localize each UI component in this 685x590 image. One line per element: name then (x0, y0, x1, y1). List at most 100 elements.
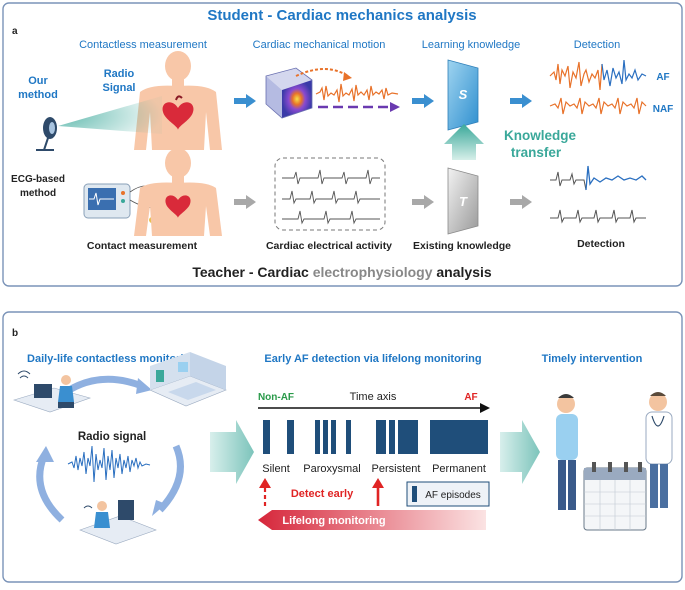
heat-map-cube (265, 67, 313, 119)
ecg-trace-3 (282, 210, 380, 225)
col-title-motion: Cardiac mechanical motion (253, 39, 386, 51)
detection-ecg-trace-2 (550, 209, 646, 224)
detection-waveform-naf (549, 97, 647, 115)
radio-signal-waveform (67, 445, 151, 483)
episode-persistent-3 (398, 420, 418, 454)
col3-title: Timely intervention (542, 353, 643, 365)
teacher-letter: T (459, 194, 468, 209)
time-axis-arrowhead (480, 403, 490, 413)
detection-waveform-af (549, 61, 603, 91)
detection-ecg-trace-1 (550, 171, 587, 191)
arrow-a2 (412, 94, 434, 108)
stage-persistent: Persistent (372, 463, 421, 475)
ecg-trace-2 (282, 190, 380, 205)
af-episode-bars (263, 420, 488, 454)
label-af: AF (656, 72, 669, 83)
non-af-label: Non-AF (258, 392, 294, 403)
radio-beam (58, 96, 162, 134)
episode-paroxysmal-2 (323, 420, 328, 454)
stage-silent: Silent (262, 463, 290, 475)
cycle-arrow-right-head (152, 500, 166, 516)
motion-arrow-head (343, 72, 352, 81)
heart-icon-top (162, 95, 194, 130)
time-arrow-head (390, 102, 400, 112)
arrow-a6 (510, 195, 532, 209)
teacher-model-block (447, 167, 479, 235)
episode-permanent (430, 420, 488, 454)
radio-signal-label: Radio signal (78, 431, 146, 443)
radio-label-line2: Signal (102, 82, 135, 94)
persistent-solid-head (372, 478, 384, 488)
student-model-block (447, 59, 479, 131)
col1-title: Daily-life contactless monitoring (27, 353, 197, 365)
calendar-icon (583, 462, 647, 531)
doctor-figure (645, 392, 673, 508)
panel-a-title: Student - Cardiac mechanics analysis (207, 7, 476, 24)
col-title-contactless: Contactless measurement (79, 39, 207, 51)
footer-highlight: electrophysiology (313, 264, 433, 280)
lifelong-arrow (258, 510, 486, 530)
cycle-arrow-left-head (36, 446, 54, 462)
legend-af-episodes: AF episodes (425, 490, 481, 501)
arrow-a4 (234, 195, 256, 209)
episode-silent-1 (263, 420, 270, 454)
stage-permanent: Permanent (432, 463, 486, 475)
legend-box (406, 481, 490, 507)
arrow-b1 (210, 420, 254, 484)
radar-device-icon (36, 117, 57, 151)
stage-paroxysmal: Paroxysmal (303, 463, 360, 475)
panel-a-footer: Teacher - Cardiac electrophysiology anal… (192, 264, 492, 280)
detection-waveform-af-blue (601, 59, 647, 87)
electrical-activity-label: Cardiac electrical activity (266, 240, 392, 252)
detect-early-dashed-head (259, 478, 271, 488)
cycle-arrow-top-head (136, 378, 152, 394)
col-title-detection: Detection (574, 39, 620, 51)
episode-persistent-1 (376, 420, 386, 454)
ecg-method-line1: ECG-based (11, 174, 65, 185)
knowledge-transfer-line1: Knowledge (504, 128, 576, 143)
our-method-line2: method (18, 89, 58, 101)
arrow-b2 (500, 420, 540, 484)
contact-measurement-label: Contact measurement (87, 240, 198, 252)
af-label: AF (464, 392, 477, 403)
footer-suffix: analysis (433, 264, 492, 280)
col2-title: Early AF detection via lifelong monitori… (264, 353, 481, 365)
knowledge-transfer-line2: transfer (511, 145, 562, 160)
detection-bottom-label: Detection (577, 238, 625, 250)
ecg-trace-1 (282, 169, 380, 185)
bedroom-scene-icon (149, 352, 227, 407)
heart-icon-bottom (165, 195, 191, 218)
episode-persistent-2 (389, 420, 395, 454)
episode-silent-2 (287, 420, 294, 454)
radio-label-line1: Radio (104, 68, 135, 80)
knowledge-transfer-arrow (444, 124, 484, 160)
col-title-learning: Learning knowledge (422, 39, 520, 51)
detect-early-label: Detect early (291, 488, 354, 500)
ecg-dashed-box (274, 157, 386, 231)
detection-ecg-trace-1-blue (585, 165, 647, 191)
arrow-a1 (234, 94, 256, 108)
existing-knowledge-label: Existing knowledge (413, 240, 511, 252)
footer-prefix: Teacher - Cardiac (192, 264, 312, 280)
episode-paroxysmal-4 (346, 420, 351, 454)
patient-figure (556, 394, 578, 510)
cardiac-motion-waveform (315, 83, 399, 103)
panel-a-letter: a (12, 26, 18, 37)
panel-b-letter: b (12, 328, 18, 339)
student-letter: S (459, 87, 468, 102)
our-method-line1: Our (28, 75, 48, 87)
arrow-a5 (412, 195, 434, 209)
time-axis-label: Time axis (350, 391, 397, 403)
cycle-arrow-top (64, 375, 144, 395)
arrow-a3 (510, 94, 532, 108)
ecg-method-line2: method (20, 188, 56, 199)
lifelong-label: Lifelong monitoring (282, 515, 385, 527)
episode-paroxysmal-1 (315, 420, 320, 454)
cycle-arrow-left (36, 454, 65, 523)
episode-paroxysmal-3 (331, 420, 336, 454)
legend-swatch (412, 486, 417, 502)
office-scene-icon (13, 370, 92, 413)
label-naf: NAF (653, 104, 674, 115)
workstation-scene-icon (79, 500, 157, 545)
